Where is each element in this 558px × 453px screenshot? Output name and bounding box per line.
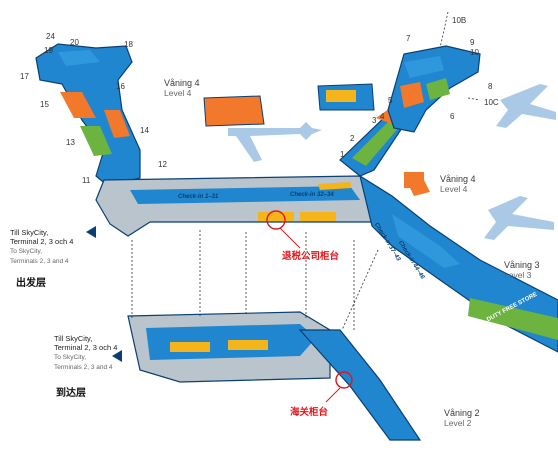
checkin-label: Check-in 1–31 [178, 194, 219, 200]
arrivals-label: 到达层 [56, 388, 86, 399]
gate-label: 7 [406, 34, 411, 43]
level-label-bottom: Våning 2 Level 2 [444, 408, 480, 428]
arrow-left-icon [112, 350, 122, 362]
level3-pier [359, 172, 558, 353]
gate-label: 12 [158, 160, 167, 169]
gate-label: 1 [340, 150, 345, 159]
gate-label: 11 [82, 176, 91, 185]
customs-marker[interactable] [335, 371, 353, 389]
gate-label: 10 [470, 48, 479, 57]
gate-label: 8 [488, 82, 493, 91]
tax-refund-marker[interactable] [266, 210, 286, 230]
level-label-upper-right: Våning 4 Level 4 [440, 174, 476, 194]
gate-label: 14 [140, 126, 149, 135]
gate-label: 2 [350, 134, 355, 143]
airplane-icon [228, 122, 322, 162]
gate-label: 18 [124, 40, 133, 49]
gate-label: 6 [450, 112, 455, 121]
gate-label: 5 [388, 96, 393, 105]
gate-label: 16 [116, 82, 125, 91]
tax-refund-label: 退税公司柜台 [282, 251, 340, 262]
customs-label: 海关柜台 [290, 407, 329, 418]
skycity-label-lower: Till SkyCity, Terminal 2, 3 och 4 To Sky… [54, 334, 118, 371]
gate-label: 13 [66, 138, 75, 147]
arrow-left-icon [86, 226, 96, 238]
gate-label: 17 [20, 72, 29, 81]
gate-label: 24 [46, 32, 55, 41]
airplane-icon [484, 196, 554, 240]
gate-label: 9 [470, 38, 475, 47]
arrivals-floor [127, 311, 422, 441]
gate-label: 15 [40, 100, 49, 109]
gate-label: 19 [44, 46, 53, 55]
checkin-label: Check-in 32–34 [290, 192, 334, 198]
airplane-icon [496, 84, 556, 128]
gate-label: 3 [372, 116, 377, 125]
level-label-upper-left: Våning 4 Level 4 [164, 78, 200, 98]
gate-label: 4 [380, 112, 385, 121]
departures-floor [35, 43, 481, 237]
gate-label: 20 [70, 38, 79, 47]
departures-label: 出发层 [16, 278, 46, 289]
level-label-mid-right: Våning 3 Level 3 [504, 260, 540, 280]
gate-label: 10C [484, 98, 499, 107]
skycity-label-upper: Till SkyCity, Terminal 2, 3 och 4 To Sky… [10, 228, 74, 265]
gate-label: 10B [452, 16, 467, 25]
